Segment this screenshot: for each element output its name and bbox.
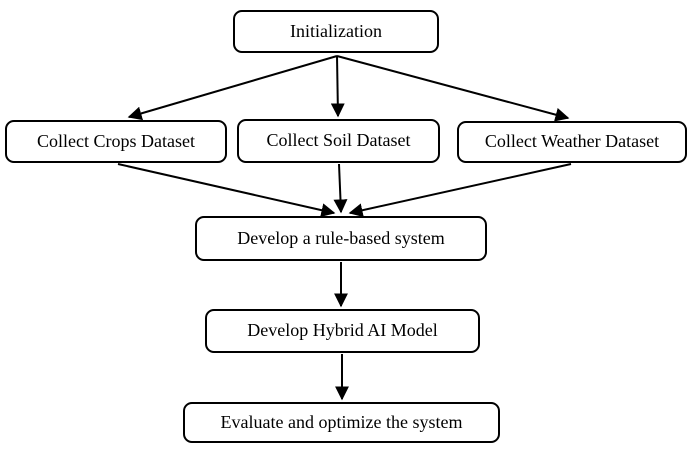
node-collect-weather-label: Collect Weather Dataset bbox=[484, 131, 660, 152]
node-collect-soil-dataset: Collect Soil Dataset bbox=[237, 119, 440, 163]
node-evaluate-label: Evaluate and optimize the system bbox=[220, 411, 463, 432]
edge-soil-to-rule bbox=[333, 163, 348, 214]
edge-init-to-weather bbox=[336, 55, 570, 122]
node-develop-hybrid-ai-model: Develop Hybrid AI Model bbox=[205, 309, 480, 353]
edge-init-to-soil bbox=[330, 55, 345, 118]
edge-crops-to-rule bbox=[117, 163, 336, 218]
node-hybrid-ai-label: Develop Hybrid AI Model bbox=[247, 320, 438, 341]
edge-init-to-crops bbox=[127, 55, 338, 121]
node-initialization: Initialization bbox=[233, 10, 439, 53]
node-rule-based-label: Develop a rule-based system bbox=[237, 227, 445, 248]
node-collect-soil-label: Collect Soil Dataset bbox=[266, 130, 411, 151]
node-collect-crops-label: Collect Crops Dataset bbox=[37, 130, 195, 151]
node-evaluate-optimize-system: Evaluate and optimize the system bbox=[183, 402, 500, 443]
node-initialization-label: Initialization bbox=[290, 20, 382, 41]
node-collect-crops-dataset: Collect Crops Dataset bbox=[5, 120, 227, 163]
edge-weather-to-rule bbox=[348, 163, 572, 218]
node-develop-rule-based-system: Develop a rule-based system bbox=[195, 216, 487, 261]
node-collect-weather-dataset: Collect Weather Dataset bbox=[457, 121, 687, 163]
